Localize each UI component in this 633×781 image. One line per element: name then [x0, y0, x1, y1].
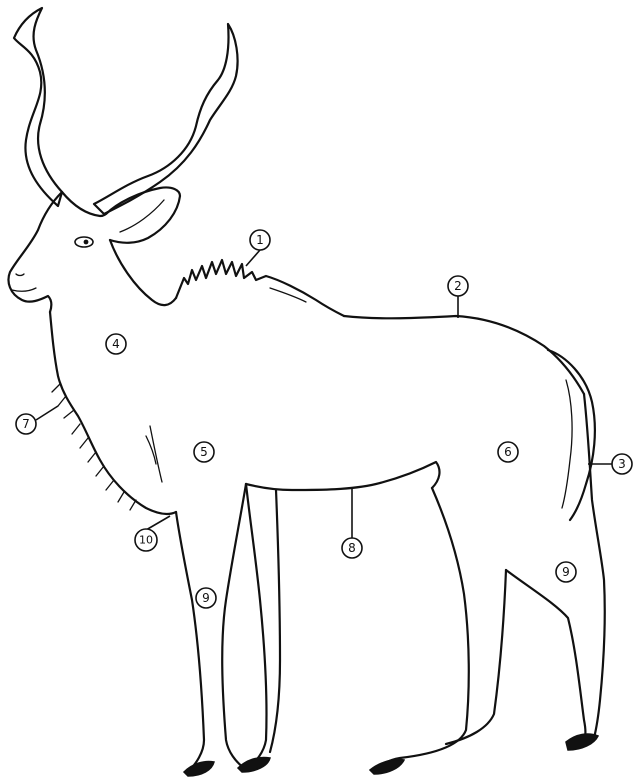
- svg-text:2: 2: [454, 279, 462, 293]
- svg-text:6: 6: [504, 445, 512, 459]
- svg-text:9: 9: [562, 565, 570, 579]
- callout-5: 5: [194, 442, 214, 462]
- callout-1: 1: [250, 230, 270, 250]
- left-horn: [14, 8, 62, 206]
- svg-text:7: 7: [22, 417, 30, 431]
- callout-8: 8: [342, 538, 362, 558]
- svg-text:3: 3: [618, 457, 626, 471]
- callout-10: 10: [135, 529, 157, 551]
- svg-text:10: 10: [139, 534, 153, 547]
- neck-mane: [110, 240, 344, 316]
- front-leg-near: [176, 484, 246, 776]
- svg-text:8: 8: [348, 541, 356, 555]
- front-leg-far: [238, 484, 280, 772]
- callout-7: 7: [16, 414, 36, 434]
- belly: [150, 426, 439, 490]
- head: [9, 192, 109, 312]
- ear: [106, 187, 180, 242]
- callout-2: 2: [448, 276, 468, 296]
- svg-text:9: 9: [202, 591, 210, 605]
- back: [344, 316, 584, 394]
- hind-leg-far: [370, 488, 506, 774]
- callout-3: 3: [612, 454, 632, 474]
- callout-9-hind: 9: [556, 562, 576, 582]
- svg-text:5: 5: [200, 445, 208, 459]
- svg-text:4: 4: [112, 337, 120, 351]
- svg-text:1: 1: [256, 233, 264, 247]
- callout-4: 4: [106, 334, 126, 354]
- callout-9-front: 9: [196, 588, 216, 608]
- right-horn: [94, 24, 238, 214]
- callout-6: 6: [498, 442, 518, 462]
